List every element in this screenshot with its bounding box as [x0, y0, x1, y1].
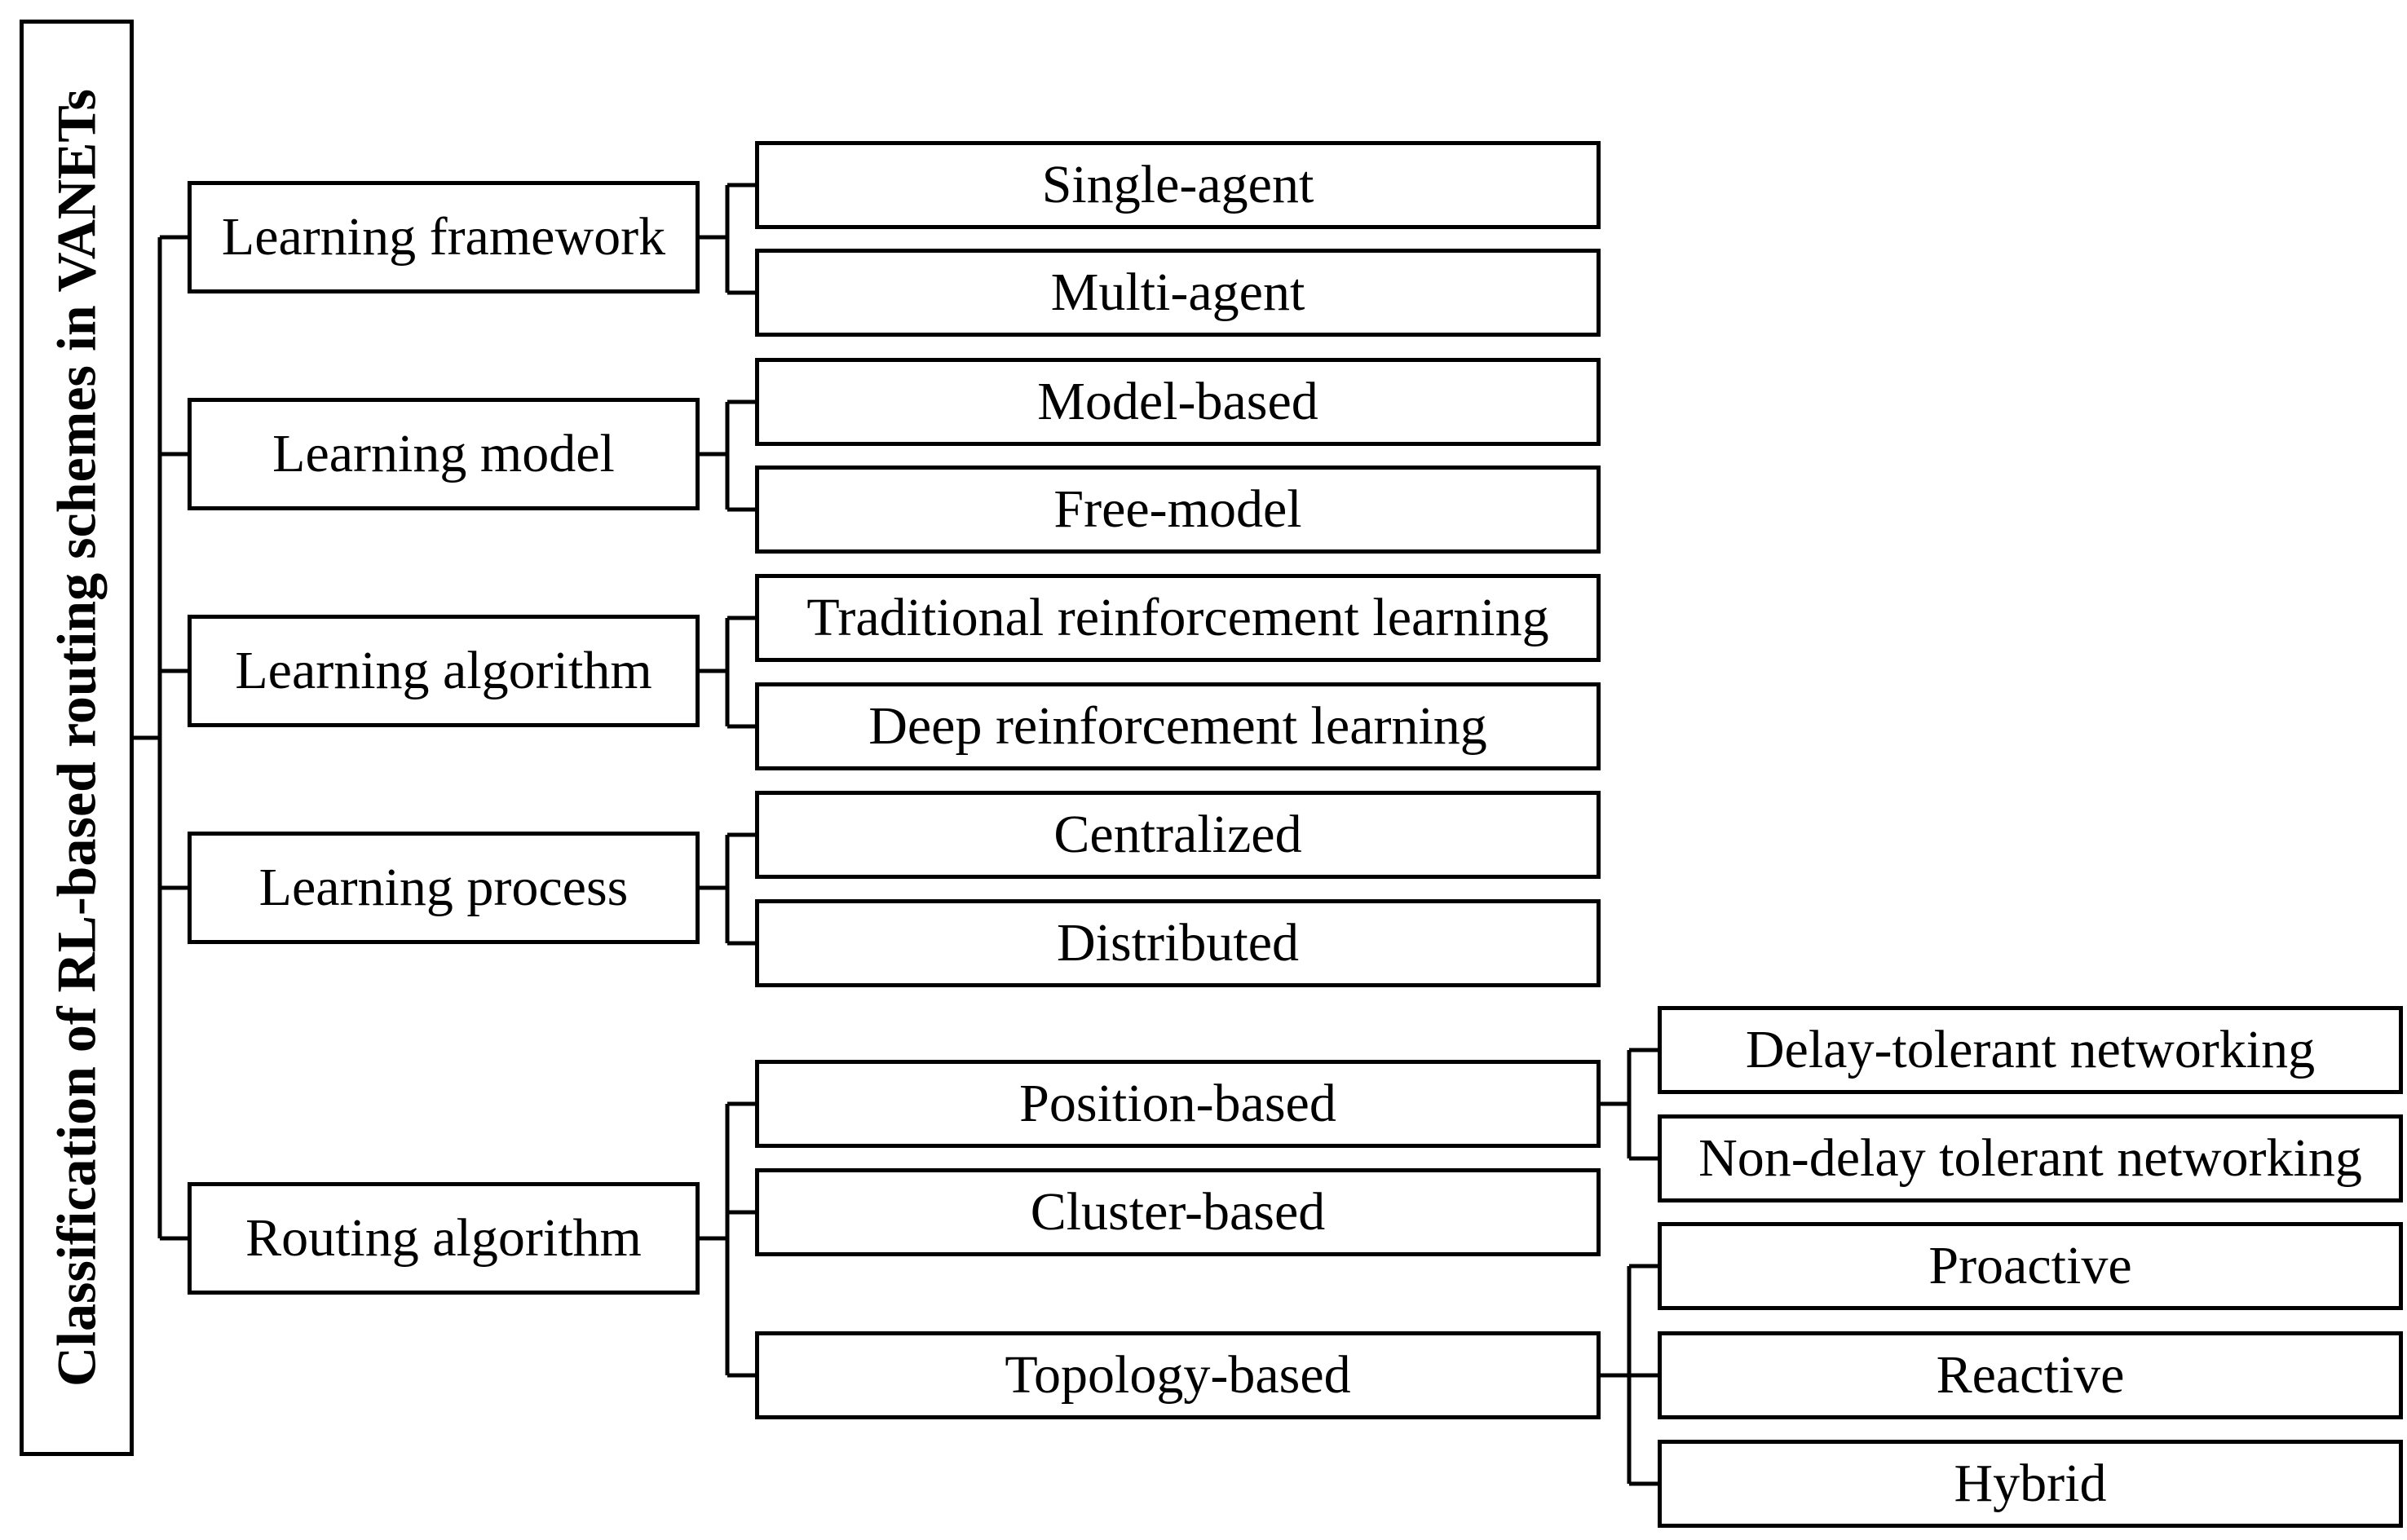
item-distributed: Distributed	[755, 899, 1601, 987]
item-multi-agent: Multi-agent	[755, 249, 1601, 337]
category-learning-model: Learning model	[188, 398, 700, 510]
item-reactive: Reactive	[1658, 1331, 2403, 1419]
root-label: Classification of RL-based routing schem…	[45, 89, 108, 1387]
item-non-delay-tolerant: Non-delay tolerant networking	[1658, 1114, 2403, 1202]
item-delay-tolerant: Delay-tolerant networking	[1658, 1006, 2403, 1094]
item-model-based: Model-based	[755, 358, 1601, 446]
item-single-agent: Single-agent	[755, 141, 1601, 229]
item-free-model: Free-model	[755, 466, 1601, 554]
item-hybrid: Hybrid	[1658, 1440, 2403, 1528]
category-learning-framework: Learning framework	[188, 181, 700, 293]
category-learning-algorithm: Learning algorithm	[188, 615, 700, 727]
item-cluster-based: Cluster-based	[755, 1168, 1601, 1256]
item-centralized: Centralized	[755, 791, 1601, 879]
item-proactive: Proactive	[1658, 1222, 2403, 1310]
item-traditional-rl: Traditional reinforcement learning	[755, 574, 1601, 662]
category-routing-algorithm: Routing algorithm	[188, 1182, 700, 1295]
item-topology-based: Topology-based	[755, 1331, 1601, 1419]
item-position-based: Position-based	[755, 1060, 1601, 1148]
item-deep-rl: Deep reinforcement learning	[755, 682, 1601, 770]
category-learning-process: Learning process	[188, 832, 700, 944]
root-box	[20, 20, 134, 1456]
